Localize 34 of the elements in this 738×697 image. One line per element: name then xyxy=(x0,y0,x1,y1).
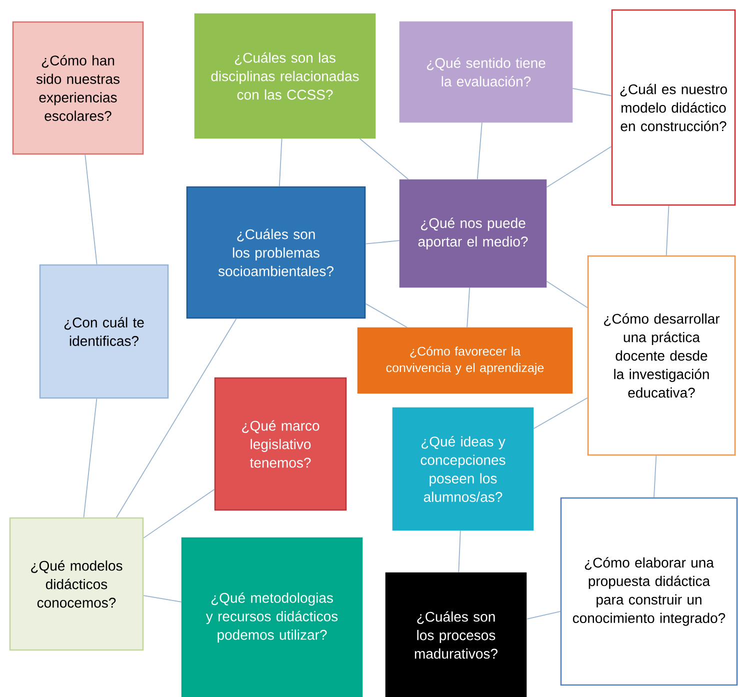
connector-line xyxy=(666,205,670,256)
question-box: ¿Cómo han sido nuestras experiencias escolares? xyxy=(12,21,144,155)
question-box: ¿Cuáles son los procesos madurativos? xyxy=(385,572,527,697)
connector-line xyxy=(365,240,400,244)
connector-line xyxy=(466,287,470,328)
question-box: ¿Con cuál te identificas? xyxy=(39,264,169,399)
question-box: ¿Cómo favorecer la convivencia y el aprendizaje xyxy=(357,327,573,394)
question-box: ¿Cuál es nuestro modelo didáctico en construcción? xyxy=(611,9,736,206)
connector-line xyxy=(143,595,182,602)
question-box: ¿Qué modelos didácticos conocemos? xyxy=(9,517,144,651)
connector-line xyxy=(546,280,588,308)
question-box: ¿Qué ideas y concepciones poseen los alumnos/as? xyxy=(392,407,534,531)
question-box: ¿Cuáles son los problemas socioambientales? xyxy=(186,186,366,319)
question-box: ¿Qué sentido tiene la evaluación? xyxy=(399,21,573,123)
connector-line xyxy=(365,303,408,328)
question-box: ¿Cuáles son las disciplinas relacionadas con las CCSS? xyxy=(194,13,376,139)
connector-line xyxy=(526,611,561,620)
connector-line xyxy=(278,138,282,187)
connector-line xyxy=(143,488,215,538)
connector-line xyxy=(458,530,461,573)
question-box: ¿Qué metodologias y recursos didácticos podemos utilizar? xyxy=(181,537,363,697)
question-box: ¿Cómo elaborar una propuesta didáctica para construir un conocimiento integrado? xyxy=(560,497,738,686)
question-box: ¿Qué nos puede aportar el medio? xyxy=(399,179,547,288)
connector-line xyxy=(359,138,409,180)
question-box: ¿Qué marco legislativo tenemos? xyxy=(214,377,347,511)
connector-line xyxy=(654,455,657,498)
connector-line xyxy=(83,398,98,518)
connector-line xyxy=(533,397,588,430)
connector-line xyxy=(476,122,482,180)
connector-line xyxy=(84,154,98,265)
connector-line xyxy=(546,146,612,188)
question-box: ¿Cómo desarrollar una práctica docente desde la investigación educativa? xyxy=(587,255,736,456)
connector-line xyxy=(572,88,612,96)
connector-line xyxy=(116,318,237,518)
